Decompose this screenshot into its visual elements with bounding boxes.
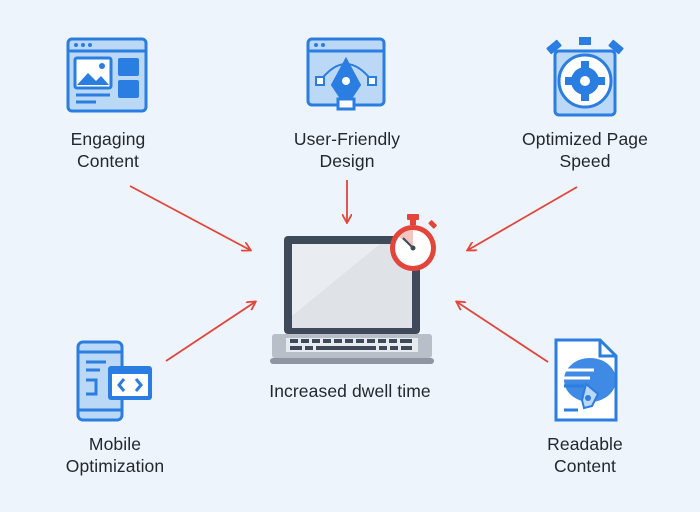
node-design-line2: Design	[319, 151, 375, 171]
pen-tool-icon	[306, 37, 386, 111]
arrow-engaging	[129, 185, 250, 250]
node-user-friendly-design: User-Friendly Design	[264, 128, 430, 172]
arrow-readable	[457, 302, 549, 363]
document-pen-icon	[554, 338, 618, 422]
node-readable-content: Readable Content	[515, 433, 655, 477]
arrow-mobile	[165, 302, 255, 362]
web-layout-icon	[66, 37, 148, 113]
node-readable-line2: Content	[554, 456, 616, 476]
node-engaging-line1: Engaging	[70, 129, 146, 149]
laptop-icon	[270, 236, 434, 364]
node-mobile-line1: Mobile	[88, 434, 142, 454]
gear-stopwatch-icon	[546, 37, 624, 117]
node-readable-line1: Readable	[547, 434, 623, 454]
node-mobile-line2: Optimization	[65, 456, 165, 476]
stopwatch-icon	[390, 214, 437, 271]
node-speed-line2: Speed	[559, 151, 611, 171]
center-label-text: Increased dwell time	[269, 381, 431, 401]
mobile-code-icon	[76, 340, 152, 422]
node-mobile-optimization: Mobile Optimization	[40, 433, 190, 477]
node-design-line1: User-Friendly	[293, 129, 401, 149]
node-speed-line1: Optimized Page	[522, 129, 648, 149]
center-label: Increased dwell time	[235, 380, 465, 402]
node-optimized-page-speed: Optimized Page Speed	[490, 128, 680, 172]
arrow-speed	[468, 186, 578, 250]
node-engaging-line2: Content	[77, 151, 139, 171]
node-engaging-content: Engaging Content	[40, 128, 176, 172]
